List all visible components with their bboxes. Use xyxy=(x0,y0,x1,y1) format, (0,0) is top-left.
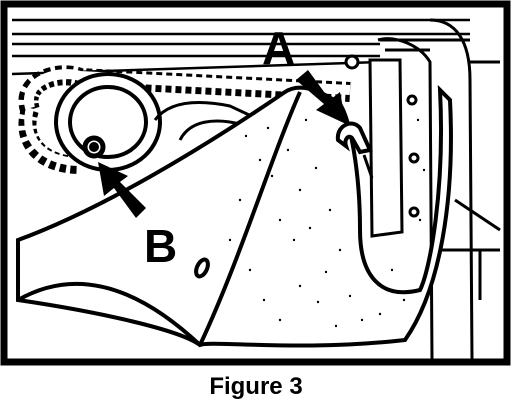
duct-channel xyxy=(153,101,261,141)
arrow-b xyxy=(98,162,146,218)
liner-texture xyxy=(228,118,426,328)
coiled-hose xyxy=(18,65,351,174)
callout-a: A xyxy=(262,22,295,74)
liner-panel xyxy=(16,84,453,348)
arrow-a xyxy=(296,70,346,124)
figure-caption: Figure 3 xyxy=(209,373,302,400)
mounting-bracket xyxy=(344,54,420,238)
callout-b: B xyxy=(144,220,177,272)
cabinet-panels xyxy=(377,18,501,361)
drum-opening xyxy=(54,72,162,172)
clip-a xyxy=(335,121,374,179)
